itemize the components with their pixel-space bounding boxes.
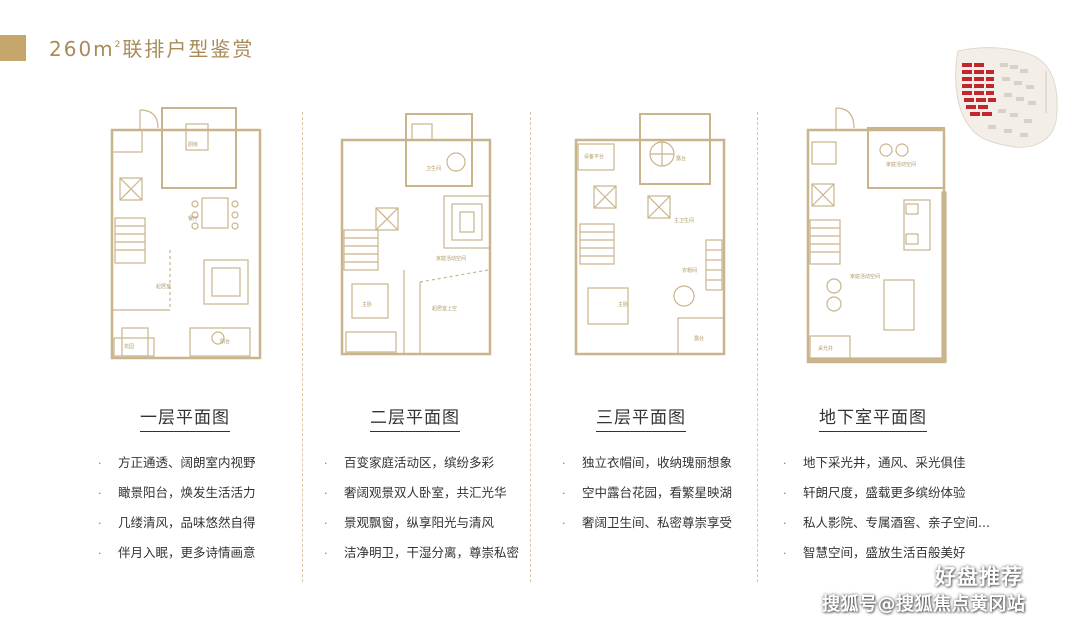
svg-text:家庭活动空间: 家庭活动空间 (886, 161, 916, 168)
svg-text:主卧: 主卧 (362, 301, 372, 308)
svg-text:露台: 露台 (676, 155, 686, 162)
column-divider (757, 112, 758, 582)
svg-text:衣帽间: 衣帽间 (682, 267, 697, 274)
floor-plan-4-drawing: 家庭活动空间家庭活动空间采光井 (796, 100, 966, 370)
svg-text:起居室: 起居室 (156, 283, 171, 290)
floor-plan-3-title: 三层平面图 (536, 403, 746, 432)
floor-plan-1-features: ·方正通透、阔朗室内视野 ·瞰景阳台，焕发生活活力 ·几缕清风，品味悠然自得 ·… (98, 448, 256, 568)
feature-item: ·洁净明卫，干湿分离，尊崇私密 (324, 545, 520, 560)
wechat-icon (885, 563, 925, 588)
floor-plan-1-title: 一层平面图 (80, 403, 290, 432)
feature-item: ·奢阔卫生间、私密尊崇享受 (562, 515, 733, 530)
floor-plan-2-features: ·百变家庭活动区，缤纷多彩 ·奢阔观景双人卧室，共汇光华 ·景观飘窗，纵享阳光与… (324, 448, 519, 568)
feature-item: ·百变家庭活动区，缤纷多彩 (324, 455, 495, 470)
column-divider (302, 112, 303, 582)
column-divider (530, 112, 531, 582)
floor-plan-3-drawing: 设备平台露台主卫生间衣帽间主卧露台 (570, 100, 740, 370)
feature-item: ·轩朗尺度，盛载更多缤纷体验 (783, 485, 966, 500)
wechat-watermark: 好盘推荐 (885, 561, 1065, 589)
feature-item: ·地下采光井，通风、采光俱佳 (783, 455, 966, 470)
site-location-map (955, 47, 1058, 148)
feature-item: ·几缕清风，品味悠然自得 (98, 515, 256, 530)
svg-text:主卫生间: 主卫生间 (674, 217, 694, 224)
floor-plan-2-title: 二层平面图 (310, 403, 520, 432)
title-accent-block (0, 35, 26, 61)
floor-plan-1-drawing: 厨房餐厅起居室阳台花园 (100, 100, 270, 370)
feature-item: ·瞰景阳台，焕发生活活力 (98, 485, 256, 500)
svg-text:卫生间: 卫生间 (426, 165, 441, 172)
feature-item: ·方正通透、阔朗室内视野 (98, 455, 256, 470)
svg-text:花园: 花园 (124, 343, 134, 350)
feature-item: ·景观飘窗，纵享阳光与清风 (324, 515, 495, 530)
feature-item: ·独立衣帽间，收纳瑰丽想象 (562, 455, 733, 470)
svg-text:家庭活动空间: 家庭活动空间 (436, 255, 466, 262)
svg-text:餐厅: 餐厅 (188, 215, 198, 222)
floor-plan-2-drawing: 卫生间家庭活动空间主卧起居室上空 (336, 100, 506, 370)
feature-item: ·私人影院、专属酒窖、亲子空间... (783, 515, 990, 530)
svg-text:采光井: 采光井 (818, 345, 833, 352)
feature-item: ·奢阔观景双人卧室，共汇光华 (324, 485, 507, 500)
feature-item: ·空中露台花园，看繁星映湖 (562, 485, 733, 500)
svg-text:厨房: 厨房 (188, 141, 198, 148)
feature-item: ·智慧空间，盛放生活百般美好 (783, 545, 966, 560)
page-title: 260m2联排户型鉴赏 (49, 37, 255, 61)
svg-text:设备平台: 设备平台 (584, 153, 604, 160)
source-watermark: 搜狐号@搜狐焦点黄冈站 (822, 594, 1026, 615)
feature-item: ·伴月入眠，更多诗情画意 (98, 545, 256, 560)
svg-text:主卧: 主卧 (618, 301, 628, 308)
floor-plan-3-features: ·独立衣帽间，收纳瑰丽想象 ·空中露台花园，看繁星映湖 ·奢阔卫生间、私密尊崇享… (562, 448, 732, 538)
floor-plan-4-features: ·地下采光井，通风、采光俱佳 ·轩朗尺度，盛载更多缤纷体验 ·私人影院、专属酒窖… (783, 448, 990, 568)
svg-text:起居室上空: 起居室上空 (432, 305, 457, 312)
floor-plan-4-title: 地下室平面图 (768, 403, 978, 432)
svg-text:家庭活动空间: 家庭活动空间 (850, 273, 880, 280)
watermark-brand: 好盘推荐 (935, 565, 1023, 589)
svg-text:露台: 露台 (694, 335, 704, 342)
svg-text:阳台: 阳台 (220, 338, 230, 345)
